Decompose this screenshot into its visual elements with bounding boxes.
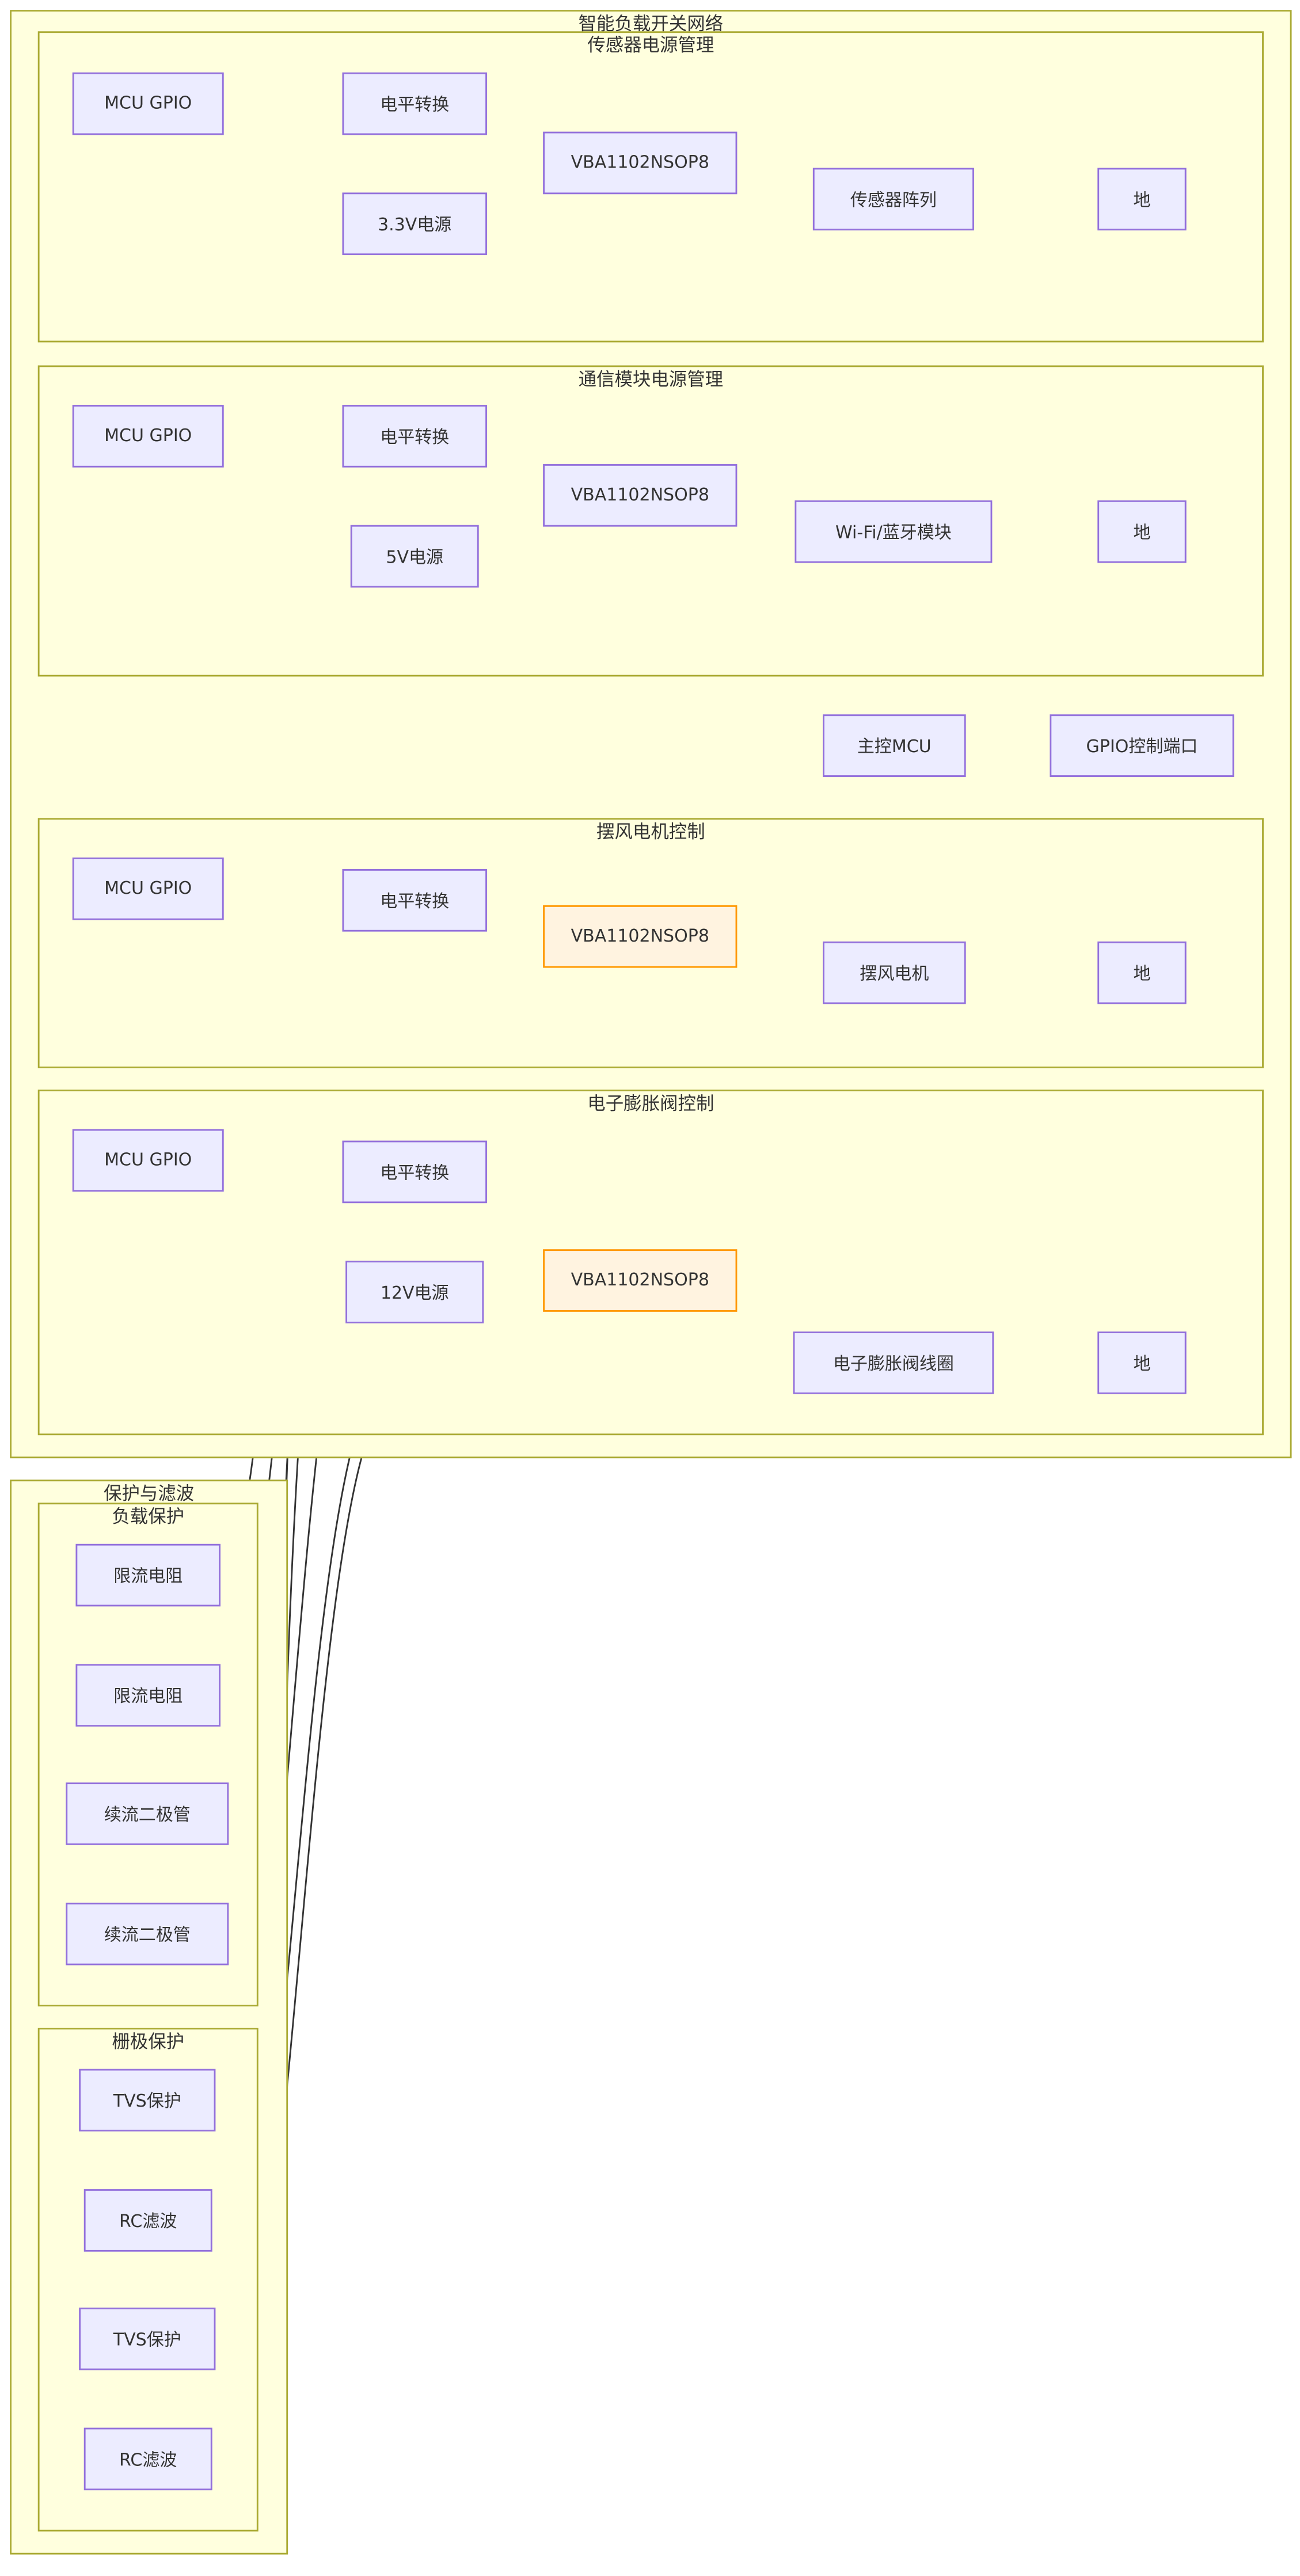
tvs-protection-2-node[interactable]: TVS保护 [79,2307,216,2370]
sensor-ground-node[interactable]: 地 [1097,168,1187,231]
swing-motor-node[interactable]: 摆风电机 [823,941,966,1004]
fan-mosfet-node[interactable]: VBA1102NSOP8 [543,905,738,968]
comm-level-shifter-node[interactable]: 电平转换 [342,405,487,468]
fan-level-shifter-node[interactable]: 电平转换 [342,869,487,932]
fan-mcu-gpio-node[interactable]: MCU GPIO [72,858,224,920]
fan-ground-node[interactable]: 地 [1097,941,1187,1004]
comm-mosfet-node[interactable]: VBA1102NSOP8 [543,464,738,527]
current-limit-resistor-2-node[interactable]: 限流电阻 [75,1664,221,1727]
sensor-mosfet-node[interactable]: VBA1102NSOP8 [543,131,738,195]
sensor-array-node[interactable]: 传感器阵列 [812,168,974,231]
sensor-3v3-supply-node[interactable]: 3.3V电源 [342,192,487,255]
rc-filter-1-node[interactable]: RC滤波 [83,2189,212,2252]
cluster-title: 通信模块电源管理 [578,369,724,390]
freewheel-diode-2-node[interactable]: 续流二极管 [66,1902,229,1966]
current-limit-resistor-1-node[interactable]: 限流电阻 [75,1543,221,1607]
sensor-level-shifter-node[interactable]: 电平转换 [342,72,487,135]
cluster-title: 电子膨胀阀控制 [587,1092,714,1114]
valve-12v-supply-node[interactable]: 12V电源 [345,1261,484,1323]
cluster-title: 传感器电源管理 [587,35,714,56]
rc-filter-2-node[interactable]: RC滤波 [83,2427,212,2491]
valve-mcu-gpio-node[interactable]: MCU GPIO [72,1129,224,1192]
sensor-mcu-gpio-node[interactable]: MCU GPIO [72,72,224,135]
tvs-protection-1-node[interactable]: TVS保护 [79,2069,216,2132]
cluster-title: 保护与滤波 [104,1483,195,1505]
cluster-title: 栅极保护 [112,2031,185,2053]
gpio-control-port-node[interactable]: GPIO控制端口 [1050,714,1234,777]
wifi-bluetooth-module-node[interactable]: Wi-Fi/蓝牙模块 [795,500,993,563]
cluster-title: 负载保护 [112,1506,185,1528]
comm-5v-supply-node[interactable]: 5V电源 [350,525,479,588]
freewheel-diode-1-node[interactable]: 续流二极管 [66,1782,229,1845]
cluster-title: 智能负载开关网络 [578,13,724,35]
valve-level-shifter-node[interactable]: 电平转换 [342,1140,487,1204]
main-mcu-node[interactable]: 主控MCU [823,714,966,777]
edge-29 [212,1377,795,2460]
cluster-title: 摆风电机控制 [596,821,705,843]
comm-mcu-gpio-node[interactable]: MCU GPIO [72,405,224,468]
expansion-valve-coil-node[interactable]: 电子膨胀阀线圈 [793,1331,994,1394]
valve-mosfet-node[interactable]: VBA1102NSOP8 [543,1249,738,1312]
comm-ground-node[interactable]: 地 [1097,500,1187,563]
valve-ground-node[interactable]: 地 [1097,1331,1187,1394]
